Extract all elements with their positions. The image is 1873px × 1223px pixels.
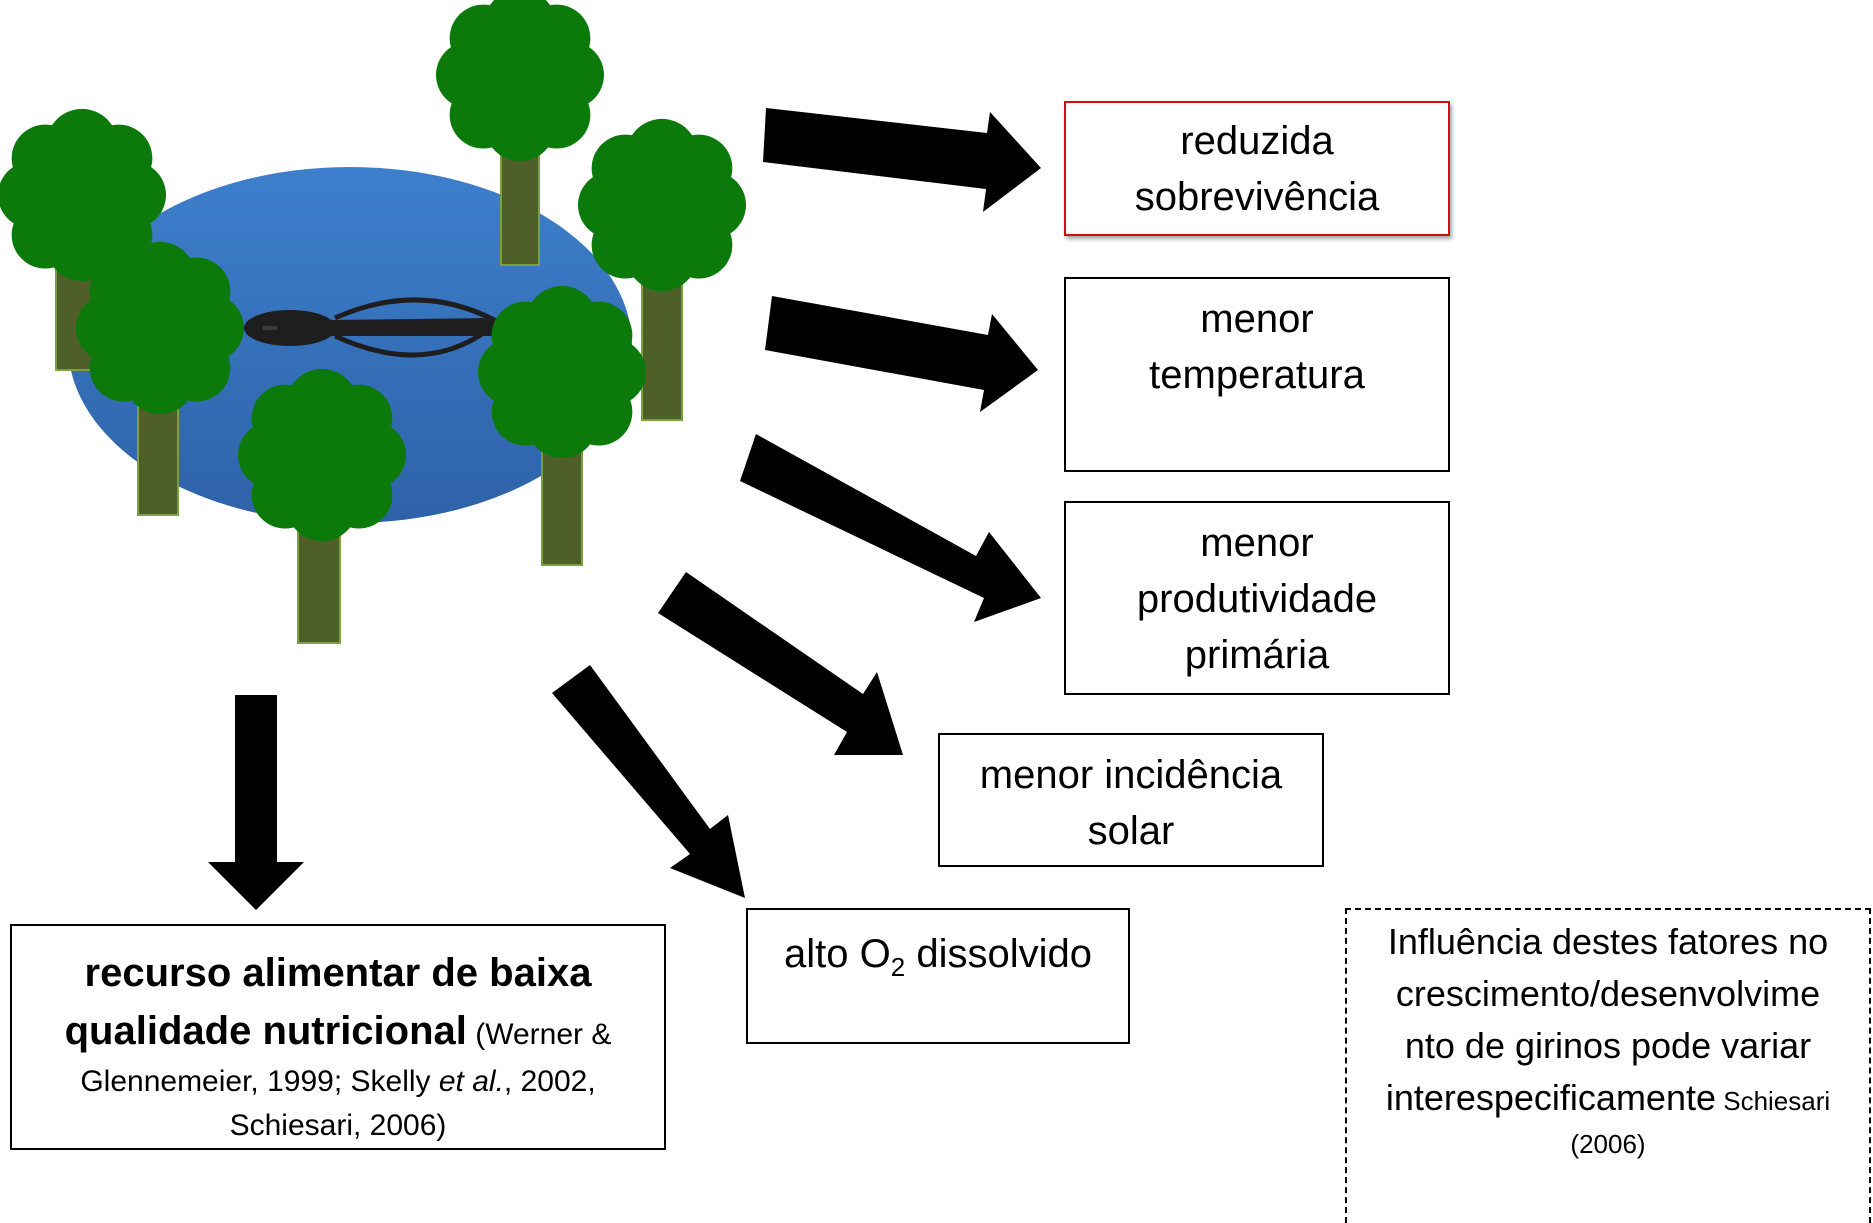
food-ref-1: (Werner &	[466, 1018, 612, 1051]
solar-line-1: menor incidência	[979, 753, 1283, 797]
productivity-box: menor produtividade primária	[1064, 501, 1450, 695]
productivity-line-2: produtividade	[1136, 577, 1378, 621]
arrow-to-oxygen	[552, 665, 745, 898]
tadpole-icon	[244, 297, 503, 358]
note-year: (2006)	[1570, 1129, 1646, 1159]
food-bold-2: qualidade nutricional	[64, 1009, 467, 1053]
survival-box: reduzida sobrevivência	[1064, 101, 1450, 236]
arrow-to-productivity	[740, 434, 1041, 622]
oxygen-subscript: 2	[890, 952, 906, 982]
oxygen-suffix: dissolvido	[905, 932, 1092, 976]
tree-icon	[436, 0, 604, 266]
tree-icon	[238, 368, 406, 644]
note-line-1: Influência destes fatores no	[1387, 921, 1829, 962]
solar-line-2: solar	[1087, 809, 1175, 853]
food-ref-2c: , 2002,	[503, 1065, 596, 1098]
productivity-line-3: primária	[1184, 633, 1330, 677]
survival-line-2: sobrevivência	[1134, 175, 1380, 219]
oxygen-label: alto O2 dissolvido	[748, 926, 1128, 995]
note-line-4: interespecificamente Schiesari	[1347, 1072, 1869, 1127]
note-box: Influência destes fatores no crescimento…	[1345, 908, 1871, 1223]
productivity-line-1: menor	[1200, 521, 1314, 565]
food-line-4: Schiesari, 2006)	[229, 1109, 447, 1142]
solar-box: menor incidência solar	[938, 733, 1324, 867]
tree-icon	[478, 285, 646, 566]
temperature-line-2: temperatura	[1149, 353, 1365, 397]
tree-icon	[578, 118, 746, 421]
note-citation: Schiesari	[1716, 1086, 1831, 1116]
note-line-3: nto de girinos pode variar	[1404, 1025, 1812, 1066]
note-line-2: crescimento/desenvolvime	[1395, 973, 1821, 1014]
arrow-to-food	[208, 695, 304, 910]
food-line-1: recurso alimentar de baixa	[12, 944, 664, 1002]
arrow-to-solar	[658, 572, 903, 755]
note-word: interespecificamente	[1385, 1077, 1716, 1118]
survival-line-1: reduzida	[1180, 119, 1334, 163]
food-line-2: qualidade nutricional (Werner &	[12, 1002, 664, 1060]
oxygen-prefix: alto O	[784, 932, 891, 976]
arrow-to-survival	[763, 108, 1041, 212]
temperature-line-1: menor	[1200, 297, 1314, 341]
oxygen-box: alto O2 dissolvido	[746, 908, 1130, 1044]
food-line-3: Glennemeier, 1999; Skelly et al., 2002,	[12, 1060, 664, 1104]
food-ref-2b: et al.	[438, 1065, 504, 1098]
arrow-to-temperature	[765, 296, 1038, 412]
food-box: recurso alimentar de baixa qualidade nut…	[10, 924, 666, 1150]
food-bold-1: recurso alimentar de baixa	[84, 951, 592, 995]
food-ref-2a: Glennemeier, 1999; Skelly	[80, 1065, 439, 1098]
temperature-box: menor temperatura	[1064, 277, 1450, 472]
tree-icon	[76, 241, 244, 516]
